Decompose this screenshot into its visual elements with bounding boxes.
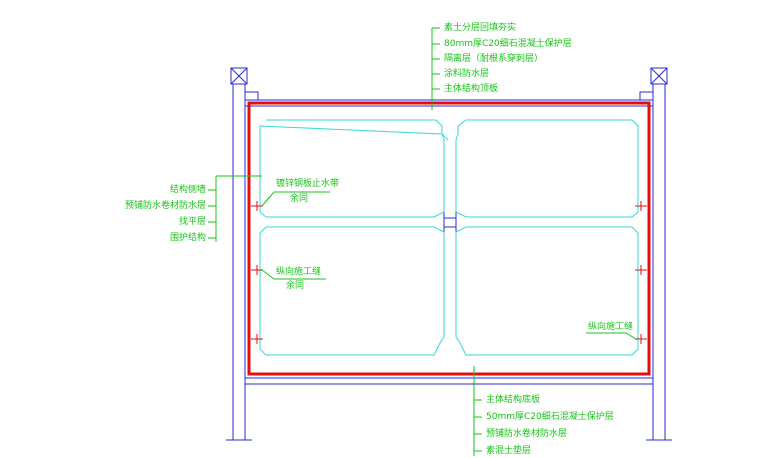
label-joint-left-sub: 余同 <box>286 281 305 291</box>
leader-lines <box>208 27 637 456</box>
label-waterstop-sub: 余同 <box>290 194 309 204</box>
left-annotation-waterproof-membrane: 预铺防水卷材防水层 <box>124 201 206 211</box>
label-joint-left: 纵向施工缝 <box>276 267 322 277</box>
cell-bottom-left <box>259 226 445 356</box>
bottom-annotation-waterproof-membrane: 预铺防水卷材防水层 <box>486 429 568 439</box>
top-annotation-protective-layer: 80mm厚C20细石混凝土保护层 <box>444 39 572 49</box>
left-annotation-side-wall: 结构侧墙 <box>169 185 206 195</box>
bottom-annotation-base-slab: 主体结构底板 <box>486 395 541 405</box>
waterproof-envelope <box>247 101 651 376</box>
left-retaining-pile <box>226 67 252 441</box>
left-annotation-leveling-layer: 找平层 <box>178 217 206 227</box>
main-structure-outline <box>244 91 654 385</box>
bottom-annotation-protective-layer: 50mm厚C20细石混凝土保护层 <box>486 412 614 422</box>
joint-ticks <box>251 201 647 344</box>
label-joint-right: 纵向施工缝 <box>588 322 634 332</box>
bottom-annotation-cushion-layer: 素混土垫层 <box>486 446 532 456</box>
right-retaining-pile <box>646 67 672 441</box>
label-waterstop: 镀锌钢板止水带 <box>276 179 340 189</box>
central-column <box>443 140 457 337</box>
top-annotation-backfill: 素土分层回填夯实 <box>444 23 517 33</box>
top-annotation-isolation-layer: 隔离层（耐根系穿刺层） <box>444 54 544 64</box>
cell-top-right <box>455 119 639 218</box>
top-annotation-roof-slab: 主体结构顶板 <box>444 84 499 94</box>
cell-top-left <box>259 119 449 218</box>
top-annotation-coating-waterproof: 涂料防水层 <box>444 69 490 79</box>
left-annotation-retaining-structure: 围护结构 <box>169 233 206 243</box>
cell-bottom-right <box>455 226 639 356</box>
inner-cells <box>259 119 639 356</box>
